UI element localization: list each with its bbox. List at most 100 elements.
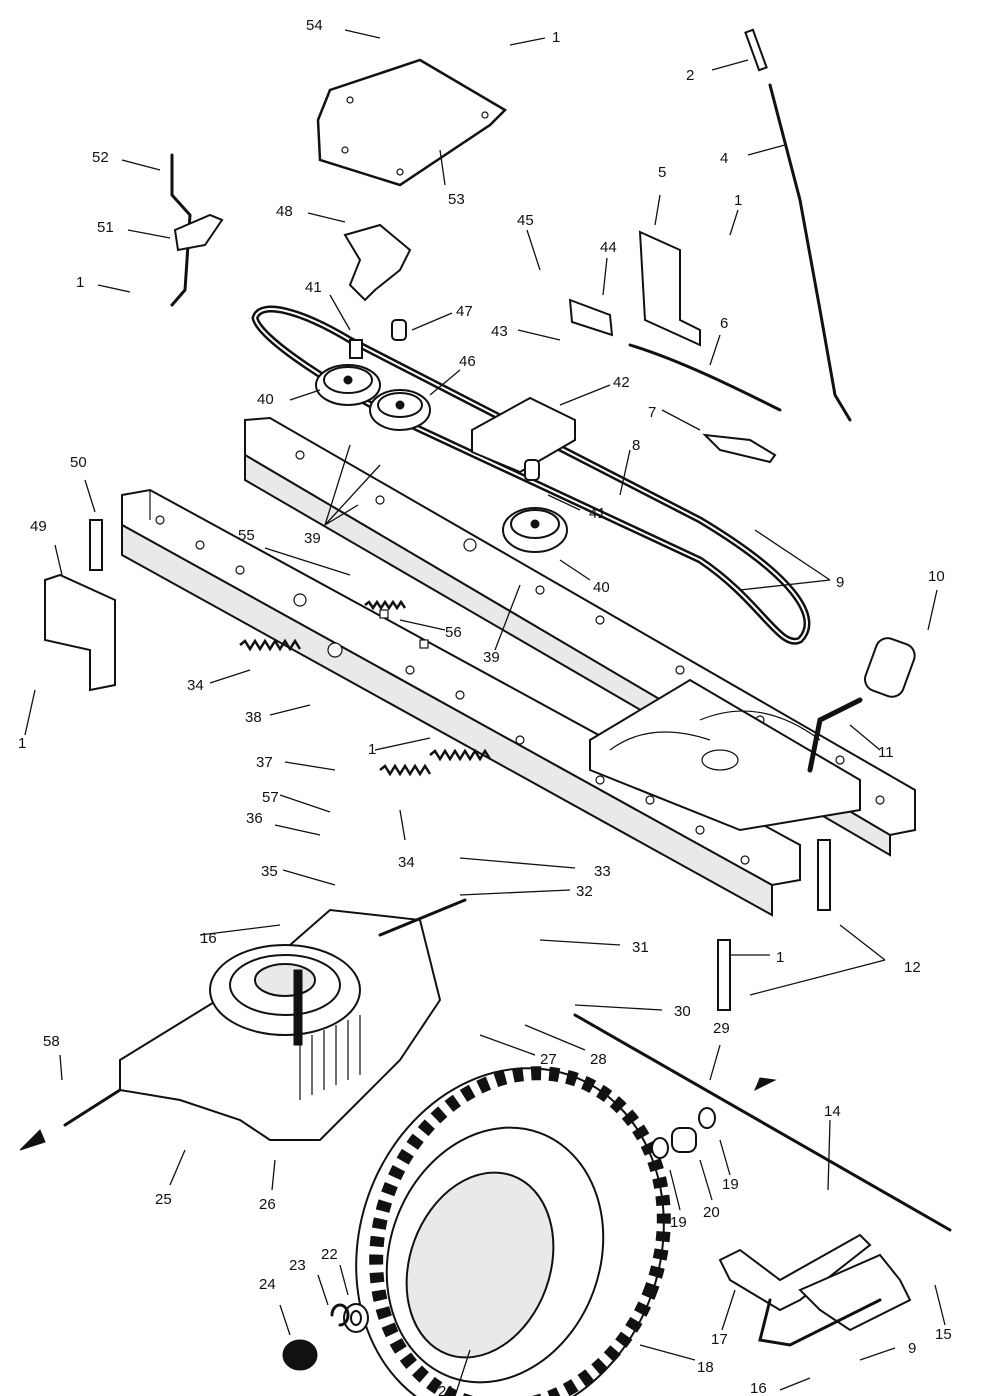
pedal-rod-11 <box>807 697 863 773</box>
callout-8: 8 <box>632 437 640 454</box>
callout-12: 12 <box>904 959 921 976</box>
callout-26: 26 <box>259 1196 276 1213</box>
bolt-12-right <box>817 839 831 911</box>
callout-5: 5 <box>658 164 666 181</box>
bracket-5 <box>638 230 701 347</box>
callout-39-left: 39 <box>304 530 321 547</box>
callout-16-lower: 16 <box>750 1380 767 1396</box>
callout-19-left: 19 <box>670 1214 687 1231</box>
tire-18 <box>355 1066 671 1396</box>
transaxle-26 <box>119 908 442 1141</box>
callout-36: 36 <box>246 810 263 827</box>
callout-1-top: 1 <box>552 29 560 46</box>
callout-40-lower: 40 <box>593 579 610 596</box>
callout-41-upper: 41 <box>305 279 322 296</box>
callout-40-upper: 40 <box>257 391 274 408</box>
callout-27: 27 <box>540 1051 557 1068</box>
axle-right <box>378 898 467 937</box>
washer-19-right <box>698 1107 716 1129</box>
callout-57: 57 <box>262 789 279 806</box>
callout-23: 23 <box>289 1257 306 1274</box>
bushing-20 <box>671 1127 697 1153</box>
spring-56 <box>364 599 407 611</box>
callout-35: 35 <box>261 863 278 880</box>
callout-10: 10 <box>928 568 945 585</box>
callout-2: 2 <box>686 67 694 84</box>
pulley-40-upper <box>315 364 381 406</box>
callout-6: 6 <box>720 315 728 332</box>
callout-labels: 54 1 2 52 53 4 5 1 51 48 45 44 1 41 47 4… <box>18 17 952 1396</box>
callout-17: 17 <box>711 1331 728 1348</box>
cable-6 <box>628 343 782 412</box>
callout-43: 43 <box>491 323 508 340</box>
leader-lines <box>24 29 946 1396</box>
callout-48: 48 <box>276 203 293 220</box>
bracket-42 <box>471 396 576 474</box>
bracket-49 <box>44 573 116 692</box>
spacer-41 <box>349 339 363 359</box>
callout-21: 21 <box>438 1383 455 1396</box>
callout-50: 50 <box>70 454 87 471</box>
callout-16-upper: 16 <box>200 930 217 947</box>
bracket-44 <box>568 298 614 337</box>
callout-37: 37 <box>256 754 273 771</box>
spacer-41-lower <box>524 459 540 481</box>
callout-1-mid: 1 <box>368 741 376 758</box>
callout-20: 20 <box>703 1204 720 1221</box>
shift-rod-4 <box>768 83 852 422</box>
callout-9-lower: 9 <box>908 1340 916 1357</box>
callout-38: 38 <box>245 709 262 726</box>
callout-41-lower: 41 <box>589 505 606 522</box>
callout-55: 55 <box>238 527 255 544</box>
callout-7: 7 <box>648 404 656 421</box>
callout-34-left: 34 <box>187 677 204 694</box>
callout-31: 31 <box>632 939 649 956</box>
axle-left <box>63 1088 122 1127</box>
callout-33: 33 <box>594 863 611 880</box>
callout-22: 22 <box>321 1246 338 1263</box>
callout-39-right: 39 <box>483 649 500 666</box>
callout-24: 24 <box>259 1276 276 1293</box>
spring-upper <box>429 748 492 762</box>
callout-58: 58 <box>43 1033 60 1050</box>
callout-30: 30 <box>674 1003 691 1020</box>
callout-32: 32 <box>576 883 593 900</box>
callout-44: 44 <box>600 239 617 256</box>
callout-52: 52 <box>92 149 109 166</box>
callout-45: 45 <box>517 212 534 229</box>
callout-15: 15 <box>935 1326 952 1343</box>
bolt-12-left <box>717 939 731 1011</box>
pulley-40-lower <box>502 507 568 553</box>
clip-23 <box>330 1303 350 1327</box>
spring-34-left <box>239 638 302 652</box>
spacer-47 <box>391 319 407 341</box>
callout-54: 54 <box>306 17 323 34</box>
lever-7 <box>702 433 777 464</box>
cap-24 <box>282 1339 318 1371</box>
top-plate <box>316 58 508 187</box>
callout-4: 4 <box>720 150 728 167</box>
pedal-grip-10 <box>864 637 916 698</box>
washer-19-left <box>651 1137 669 1159</box>
callout-14: 14 <box>824 1103 841 1120</box>
pulley-46 <box>369 389 431 431</box>
idler-bracket-48 <box>343 223 412 302</box>
arrow-right <box>754 1077 777 1092</box>
callout-1-far-left: 1 <box>18 735 26 752</box>
callout-51: 51 <box>97 219 114 236</box>
callout-47: 47 <box>456 303 473 320</box>
callout-19-right: 19 <box>722 1176 739 1193</box>
brake-rod-29 <box>573 1013 952 1232</box>
callout-56: 56 <box>445 624 462 641</box>
callout-1-left: 1 <box>76 274 84 291</box>
bracket-51 <box>173 213 224 252</box>
callout-46: 46 <box>459 353 476 370</box>
callout-49: 49 <box>30 518 47 535</box>
bolt-50 <box>89 519 103 571</box>
grip-2 <box>744 28 768 72</box>
callout-1-lower: 1 <box>776 949 784 966</box>
callout-28: 28 <box>590 1051 607 1068</box>
brake-lever-17 <box>718 1233 912 1347</box>
arrow-left <box>19 1129 46 1151</box>
